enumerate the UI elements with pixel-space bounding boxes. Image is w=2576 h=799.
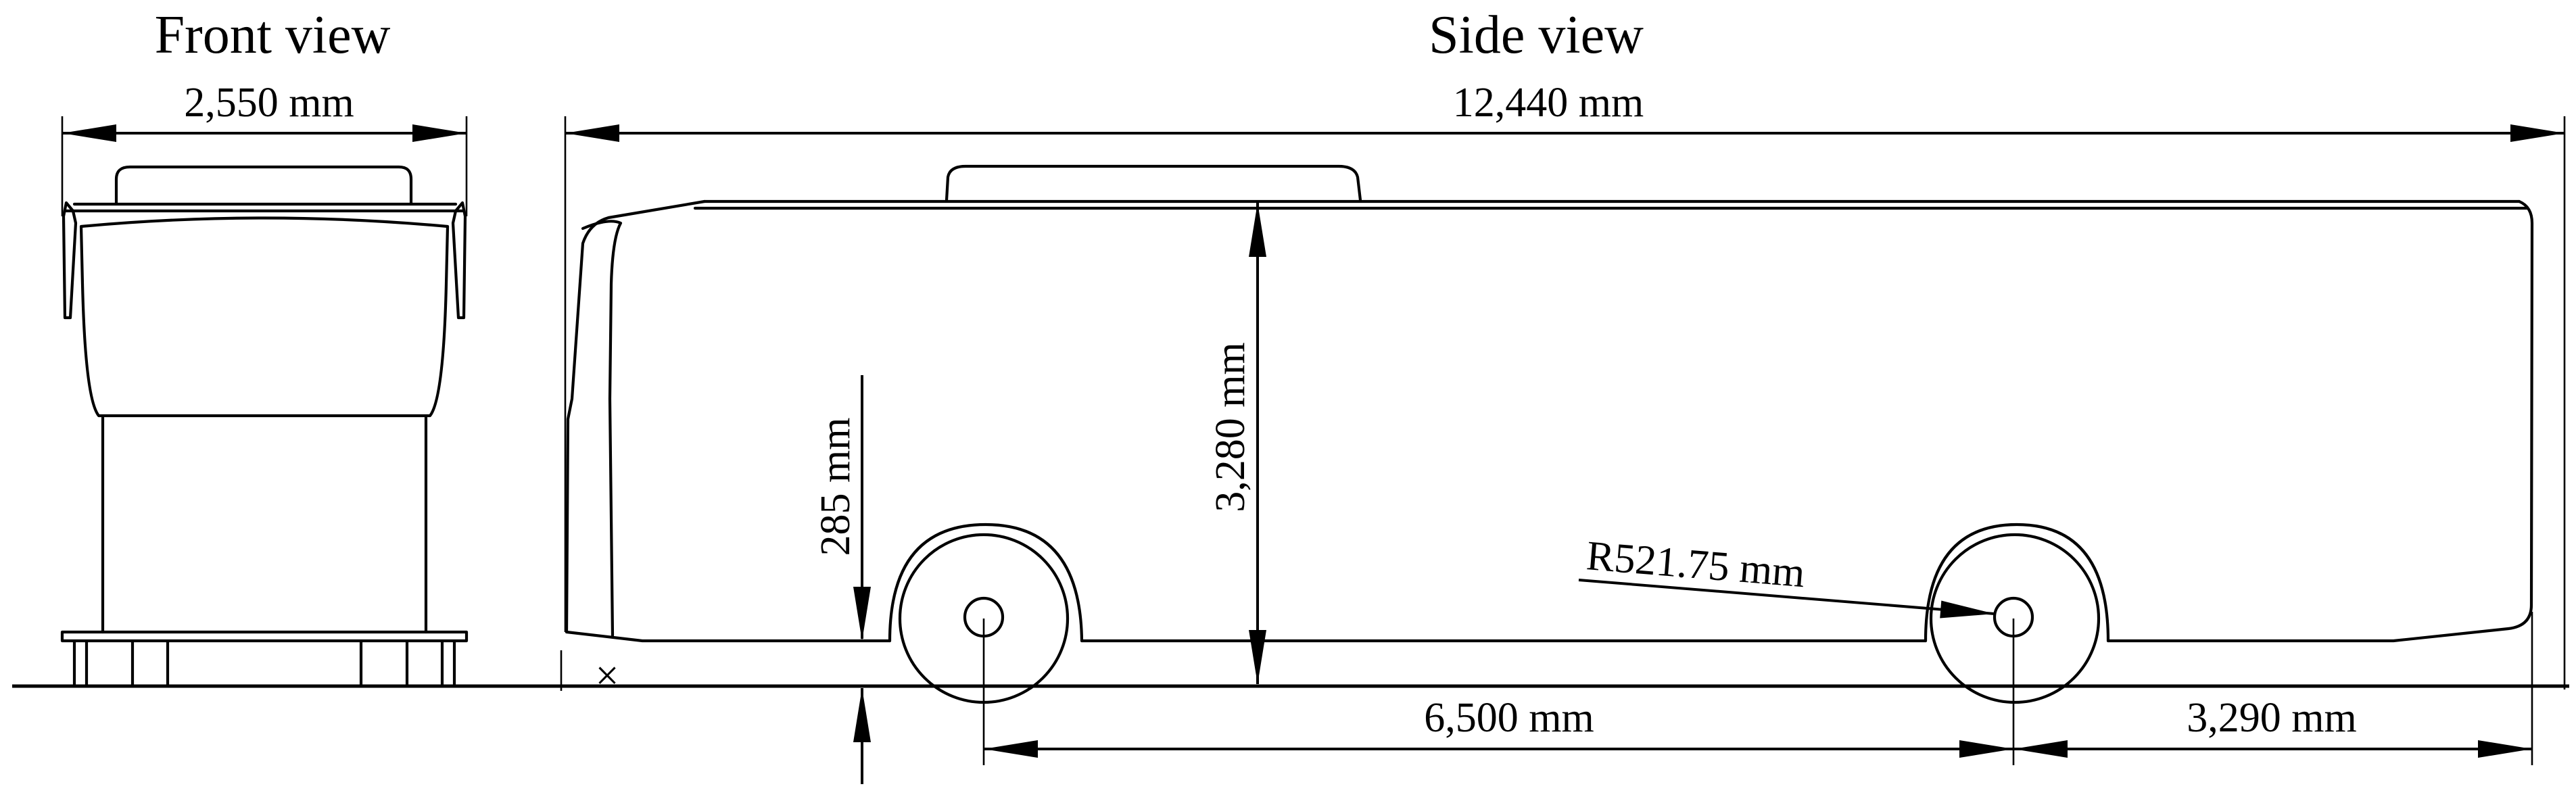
length-arrow-rear — [2510, 124, 2565, 142]
rear-overhang-arrow-rear — [2478, 740, 2532, 758]
clearance-arrow-up — [853, 688, 871, 742]
wheel-radius-label: R521.75 mm — [1585, 533, 1807, 596]
front-right-mirror — [451, 201, 467, 320]
front-bumper — [60, 630, 469, 643]
front-view: Front view 2,550 mm — [60, 5, 469, 688]
rear-wheel-tyre — [1929, 533, 2101, 704]
front-left-mirror — [62, 201, 78, 320]
height-dimension: 3,280 mm — [1208, 203, 1266, 684]
rear-wheel-arch — [1924, 523, 2110, 643]
rear-overhang-arrow-front — [2013, 740, 2068, 758]
wheelbase-arrow-rear — [1959, 740, 2013, 758]
length-label: 12,440 mm — [1453, 80, 1644, 126]
ground-cross-mark: × — [596, 653, 619, 699]
height-label: 3,280 mm — [1208, 342, 1254, 512]
front-windshield — [79, 216, 450, 418]
ground-clearance-dimension: 285 mm — [813, 375, 871, 784]
side-view-title: Side view — [1429, 5, 1644, 65]
front-wheel-arch — [888, 523, 1084, 643]
front-view-title: Front view — [155, 5, 391, 65]
height-arrow-top — [1249, 203, 1266, 257]
front-width-label: 2,550 mm — [184, 80, 354, 126]
wheel-radius-dimension: R521.75 mm — [1578, 533, 1996, 623]
length-arrow-front — [565, 124, 619, 142]
side-roof-unit — [945, 164, 1362, 202]
wheel-radius-leader — [1578, 579, 1995, 615]
front-width-arrow-right — [412, 124, 467, 142]
side-front-nose — [581, 220, 623, 637]
side-view: Side view 12,440 mm — [560, 5, 2566, 784]
wheelbase-arrow-front — [984, 740, 1038, 758]
wheelbase-dimension: 6,500 mm — [982, 619, 2015, 765]
rear-overhang-dimension: 3,290 mm — [2013, 612, 2533, 765]
front-width-dimension: 2,550 mm — [61, 80, 468, 216]
length-dimension: 12,440 mm — [564, 80, 2566, 689]
front-wheel — [888, 523, 1084, 704]
height-arrow-bottom — [1249, 630, 1266, 684]
rear-overhang-label: 3,290 mm — [2187, 695, 2356, 741]
side-body-outline — [565, 199, 2534, 643]
wheelbase-label: 6,500 mm — [1424, 695, 1594, 741]
front-roof-unit — [114, 165, 413, 205]
wheel-radius-arrow — [1940, 600, 1996, 623]
clearance-arrow-down — [853, 587, 871, 641]
front-tyres — [72, 640, 456, 688]
front-width-arrow-left — [62, 124, 116, 142]
ground-clearance-label: 285 mm — [813, 418, 859, 556]
